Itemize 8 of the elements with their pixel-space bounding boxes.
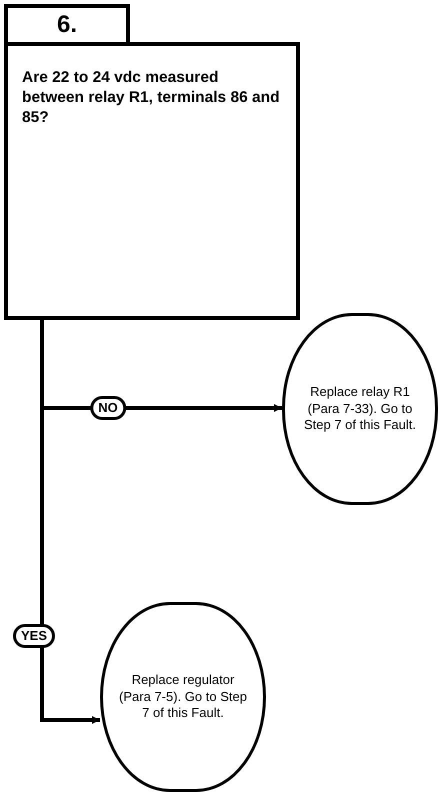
step-number: 6. [56,11,77,39]
instruction-text: Replace relay R1 (Para 7-33). Go to Step 7 of this Fault. [302,384,417,434]
edge-label: NO [90,396,126,420]
edge-label: YES [13,624,55,648]
question-box [4,42,300,320]
flow-arrow [40,320,100,724]
question-text: Are 22 to 24 vdc measured between relay R1, terminals 86 and 85? [22,68,281,128]
instruction-text: Replace regulator (Para 7-5). Go to Step 7 of this Fault. [118,672,248,722]
